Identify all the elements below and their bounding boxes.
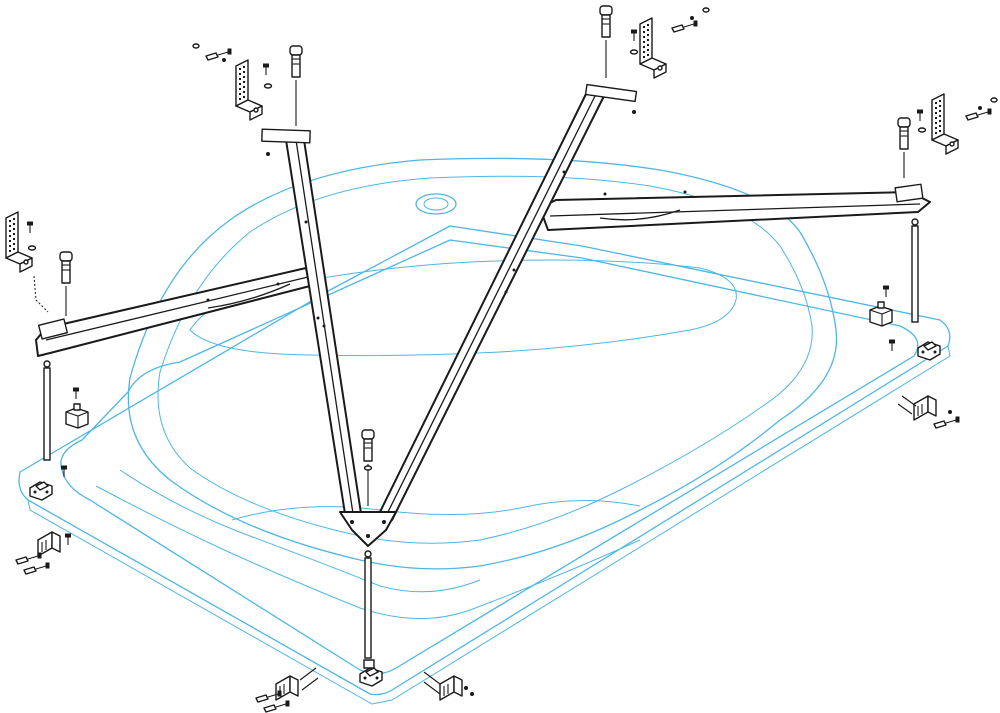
bolt-icon bbox=[599, 5, 613, 38]
diagonal-beam-right bbox=[375, 83, 638, 521]
comb-bracket-icon bbox=[235, 59, 263, 121]
comb-bracket-icon bbox=[5, 211, 33, 273]
wall-plug-icon bbox=[671, 20, 698, 33]
bracket-set-left bbox=[5, 211, 73, 316]
washer-icon bbox=[363, 465, 373, 471]
bracket-set-right bbox=[897, 93, 998, 178]
tub-basin bbox=[127, 157, 838, 570]
bracket-set-top-left bbox=[192, 43, 303, 156]
clip-block-left bbox=[65, 403, 89, 429]
comb-bracket-icon bbox=[639, 17, 667, 79]
mounting-plate-icon bbox=[37, 531, 61, 557]
diagonal-beam-left bbox=[261, 128, 363, 521]
washer-icon bbox=[27, 245, 37, 251]
screw-icon bbox=[882, 285, 890, 298]
screw-icon bbox=[888, 339, 896, 352]
right-beam-end-cap bbox=[894, 183, 924, 203]
plate-set-right bbox=[897, 395, 960, 429]
tub-rim-edge bbox=[27, 345, 951, 705]
bottom-junction-plate bbox=[339, 511, 397, 547]
wall-plug-icon bbox=[15, 552, 42, 565]
screw-icon bbox=[630, 29, 638, 42]
screw-icon bbox=[64, 533, 72, 546]
plate-set-left bbox=[15, 531, 72, 575]
wall-plug-icon bbox=[965, 108, 992, 121]
wall-plug-icon bbox=[933, 416, 960, 429]
wall-plug-icon bbox=[205, 48, 232, 61]
right-beam bbox=[539, 183, 931, 231]
drain-inner bbox=[423, 197, 449, 211]
tub-step-contour-2 bbox=[119, 469, 481, 593]
mounting-plate-icon bbox=[439, 675, 463, 701]
tub-basin-inner bbox=[157, 175, 813, 544]
diagonal-right-top-cap bbox=[584, 83, 638, 103]
bolt-icon bbox=[897, 117, 911, 150]
bolt-icon bbox=[361, 429, 375, 462]
washer-icon bbox=[917, 127, 927, 133]
plate-set-bottom-left bbox=[255, 667, 319, 713]
bolt-icon bbox=[59, 251, 73, 284]
left-beam-end-cap bbox=[37, 318, 69, 340]
washer-icon bbox=[263, 83, 273, 89]
bracket-set-top-center bbox=[599, 5, 710, 114]
bolt-set-center bbox=[361, 429, 375, 538]
screw-icon bbox=[26, 221, 34, 234]
plate-set-bottom-right bbox=[423, 671, 474, 701]
leg-foot-left bbox=[29, 481, 53, 501]
feet bbox=[29, 341, 941, 687]
comb-bracket-icon bbox=[931, 93, 959, 155]
legs bbox=[43, 218, 919, 659]
screw-icon bbox=[72, 387, 80, 400]
tub-floor-contour bbox=[189, 259, 737, 357]
leg-left bbox=[43, 367, 51, 461]
bathtub-outline bbox=[18, 157, 951, 705]
leg-foot-right bbox=[917, 341, 941, 361]
leg-right bbox=[911, 225, 919, 323]
tub-floor-wave bbox=[231, 500, 641, 521]
wall-plug-icon bbox=[263, 700, 290, 713]
mounting-plate-icon bbox=[913, 395, 937, 421]
support-frame bbox=[35, 83, 931, 547]
tub-rim-inner bbox=[60, 239, 919, 675]
leg-center bbox=[364, 557, 372, 659]
wall-plug-icon bbox=[23, 562, 50, 575]
screw-icon bbox=[262, 63, 270, 76]
washer-icon bbox=[629, 49, 639, 55]
diagonal-left-top-cap bbox=[261, 128, 311, 144]
tub-rim-outer bbox=[18, 225, 951, 696]
left-beam bbox=[35, 267, 311, 357]
tub-step-contour bbox=[95, 485, 641, 620]
screw-icon bbox=[916, 109, 924, 122]
drain-outer bbox=[415, 193, 457, 215]
bolt-icon bbox=[289, 45, 303, 78]
